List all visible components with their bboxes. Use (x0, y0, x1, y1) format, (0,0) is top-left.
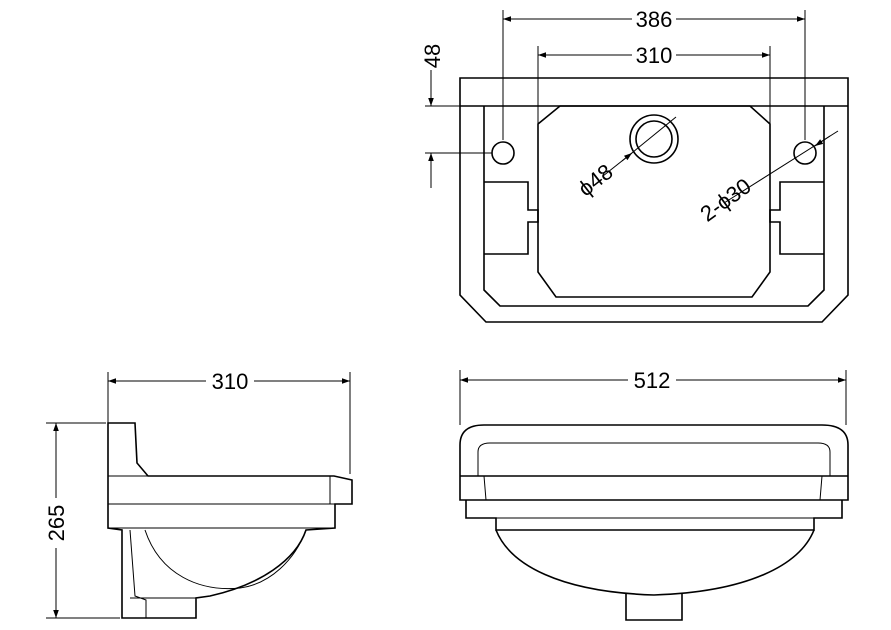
top-view-bowl (537, 105, 771, 298)
dimension-386-label: 386 (636, 7, 673, 32)
dimension-512: 512 (459, 368, 847, 425)
front-view-bowl (495, 529, 815, 596)
dimension-310-side-label: 310 (212, 369, 249, 394)
dimension-265-label: 265 (44, 505, 69, 542)
dimension-512-label: 512 (634, 368, 671, 393)
top-view: 386 310 48 ϕ48 2-ϕ30 (420, 7, 849, 323)
front-view-chamfer-left (483, 475, 487, 501)
dimension-310-top-label: 310 (636, 43, 673, 68)
front-view-waste-outlet (625, 594, 683, 621)
top-view-outline (459, 77, 849, 323)
top-view-left-recess (484, 181, 539, 255)
dimension-265: 265 (44, 422, 120, 619)
top-view-right-recess (769, 181, 824, 255)
tap-hole-left (491, 141, 515, 165)
front-view-step (465, 500, 843, 531)
front-view-upstand (459, 424, 849, 476)
waste-hole-inner (635, 120, 673, 158)
tap-holes-label: 2-ϕ30 (695, 173, 755, 226)
side-view: 310 265 (44, 369, 353, 619)
dimension-48-label: 48 (420, 44, 445, 68)
front-view-rim (459, 476, 849, 501)
dimension-310-side: 310 (107, 369, 351, 474)
top-view-inner-rim (483, 106, 825, 307)
dimension-48: 48 (420, 44, 492, 188)
leader-tap-holes: 2-ϕ30 (695, 130, 839, 227)
side-view-outline (107, 422, 353, 619)
leader-waste-hole: ϕ48 (573, 116, 677, 201)
front-view-chamfer-right (819, 475, 823, 501)
side-view-bowl-inner (144, 529, 307, 590)
dimension-310-top: 310 (537, 43, 771, 124)
front-view-upstand-inner (477, 442, 831, 476)
dimension-386: 386 (502, 7, 806, 140)
side-view-support (129, 529, 196, 618)
waste-hole-label: ϕ48 (573, 159, 617, 201)
waste-hole-outer (629, 114, 679, 164)
tap-hole-right (793, 141, 817, 165)
front-view: 512 (459, 368, 849, 621)
